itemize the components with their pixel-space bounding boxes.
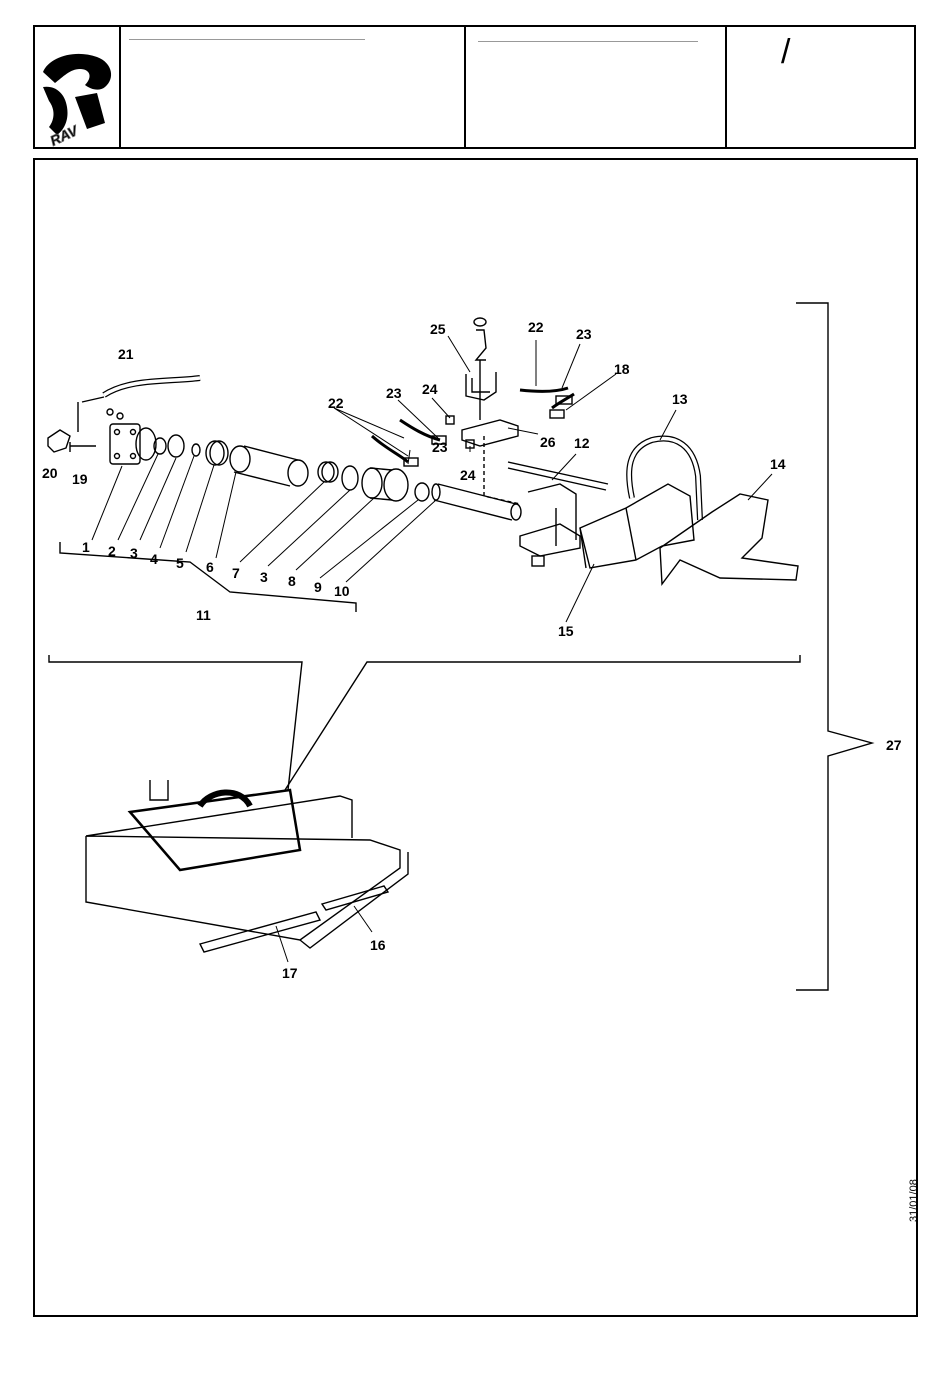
callout-25: 25: [430, 321, 446, 337]
piston-5: [206, 441, 224, 465]
valve-handle-25: [466, 372, 496, 400]
callout-12: 12: [574, 435, 590, 451]
callout-7: 7: [232, 565, 240, 581]
bracket-base: [520, 524, 580, 556]
callout-27: 27: [886, 737, 902, 753]
machine-table: [86, 796, 400, 940]
assembly-unit: [130, 790, 300, 870]
callout-26: 26: [540, 434, 556, 450]
valve-block-26: [462, 420, 518, 446]
seal-9: [415, 483, 429, 501]
callout-8: 8: [288, 573, 296, 589]
callout-19: 19: [72, 471, 88, 487]
callout-24a: 24: [422, 381, 438, 397]
callout-22a: 22: [528, 319, 544, 335]
valve-stem: [476, 330, 486, 420]
hose-22-left: [372, 436, 408, 462]
ring-4: [192, 444, 200, 456]
callout-9: 9: [314, 579, 322, 595]
hose-21-inner: [104, 378, 200, 395]
date-stamp: 31/01/08: [908, 1179, 920, 1222]
callout-4: 4: [150, 551, 158, 567]
bracket-upright: [528, 484, 576, 546]
callout-23c: 23: [432, 439, 448, 455]
callout-3: 3: [130, 545, 138, 561]
callout-13: 13: [672, 391, 688, 407]
callout-11: 11: [196, 607, 211, 623]
callout-labels: 1 2 3 4 5 6 7 3 8 9 10 11 12 13 14 15 16…: [42, 319, 902, 981]
o-ring-3b: [342, 466, 358, 490]
tie-rod-12: [508, 462, 608, 490]
rod-10: [434, 484, 516, 520]
shoe-15: [580, 484, 694, 568]
callout-14: 14: [770, 456, 786, 472]
callout-24b: 24: [460, 467, 476, 483]
bolt-19: [70, 442, 96, 452]
pump-head-1-face: [136, 428, 156, 460]
callout-line-right: [285, 655, 800, 790]
callout-1: 1: [82, 539, 90, 555]
strip-17: [200, 912, 320, 952]
gland-7: [318, 462, 334, 482]
callout-3b: 3: [260, 569, 268, 585]
assembly-valve: [150, 780, 168, 800]
callout-5: 5: [176, 555, 184, 571]
callout-23b: 23: [386, 385, 402, 401]
callout-2: 2: [108, 543, 116, 559]
callout-22b: 22: [328, 395, 344, 411]
callout-line-left: [49, 655, 302, 790]
hose-21-leader: [78, 397, 104, 432]
callout-10: 10: [334, 583, 350, 599]
callout-20: 20: [42, 465, 58, 481]
callout-18: 18: [614, 361, 630, 377]
plate-14: [660, 494, 798, 584]
machine-table-edge: [300, 852, 408, 948]
bracket-27: [796, 303, 872, 990]
cylinder-tube-6: [234, 446, 298, 486]
callout-15: 15: [558, 623, 574, 639]
elbow-20: [48, 430, 70, 452]
bolt-head: [532, 556, 544, 566]
callout-23a: 23: [576, 326, 592, 342]
callout-6: 6: [206, 559, 214, 575]
nut-24a: [446, 416, 454, 424]
fitting-18: [550, 410, 564, 418]
callout-17: 17: [282, 965, 298, 981]
bracket-11: [60, 542, 356, 612]
hose-22-right: [520, 388, 568, 391]
o-ring-3: [168, 435, 184, 457]
strip-16: [322, 886, 388, 910]
hose-23-left: [400, 420, 440, 440]
callout-21: 21: [118, 346, 134, 362]
callout-16: 16: [370, 937, 386, 953]
